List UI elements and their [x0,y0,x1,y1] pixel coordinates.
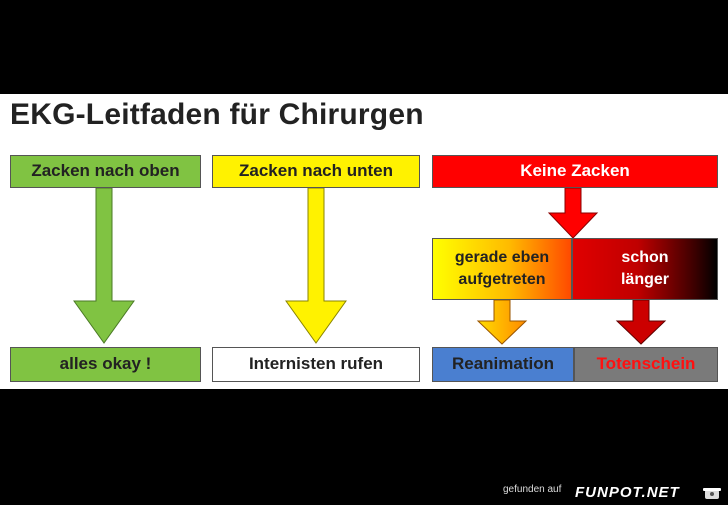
funpot-pot-icon [703,488,721,499]
arrow-none-to-branches [547,187,599,239]
node-gerade-eben-aufgetreten: gerade eben aufgetreten [432,238,572,300]
arrow-down-to-internist [285,187,347,344]
arrow-longer-to-death [615,299,667,345]
node-internisten-rufen: Internisten rufen [212,347,420,382]
node-keine-zacken: Keine Zacken [432,155,718,188]
arrow-up-to-okay [73,187,135,344]
node-zacken-nach-oben: Zacken nach oben [10,155,201,188]
node-alles-okay: alles okay ! [10,347,201,382]
diagram-title: EKG-Leitfaden für Chirurgen [10,98,424,131]
node-reanimation: Reanimation [432,347,574,382]
arrow-recent-to-reanimation [476,299,528,345]
funpot-logo[interactable]: FUNPOT.NET [575,484,680,501]
node-zacken-nach-unten: Zacken nach unten [212,155,420,188]
node-totenschein: Totenschein [574,347,718,382]
footer-credit: gefunden auf [503,484,562,495]
node-schon-laenger: schon länger [572,238,718,300]
